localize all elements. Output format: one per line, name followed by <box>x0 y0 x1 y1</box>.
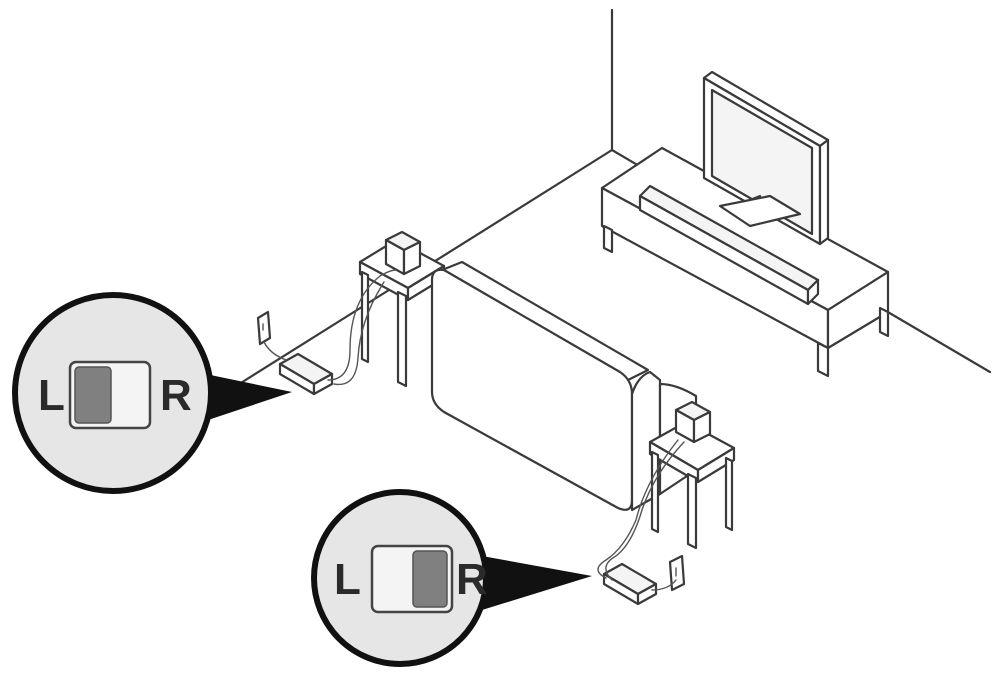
callout-pointer-right <box>482 556 592 610</box>
switch-knob-right <box>412 550 448 608</box>
soundbar <box>638 184 820 306</box>
lr-switch-right <box>370 544 454 614</box>
callout-right-r-label: R <box>456 555 488 604</box>
lr-switch-left <box>68 360 152 430</box>
callout-pointer-left <box>196 372 292 424</box>
speaker-cables <box>263 269 685 591</box>
sofa <box>430 260 698 512</box>
wall-outlet-right <box>668 554 686 592</box>
callout-left-l-label: L <box>38 371 65 420</box>
callout-left-r-label: R <box>160 371 192 420</box>
callout-right: L R <box>311 489 592 667</box>
side-table-front <box>648 420 736 550</box>
receiver-module-right <box>602 562 658 606</box>
surround-speaker-front <box>674 400 712 444</box>
surround-speaker-back <box>384 230 422 276</box>
callout-left: L R <box>12 292 292 494</box>
callout-right-l-label: L <box>334 555 361 604</box>
television <box>702 70 830 246</box>
switch-knob-left <box>74 366 112 424</box>
tv-stand <box>600 146 890 378</box>
wall-outlet-left <box>256 310 272 346</box>
receiver-module-left <box>278 352 334 396</box>
